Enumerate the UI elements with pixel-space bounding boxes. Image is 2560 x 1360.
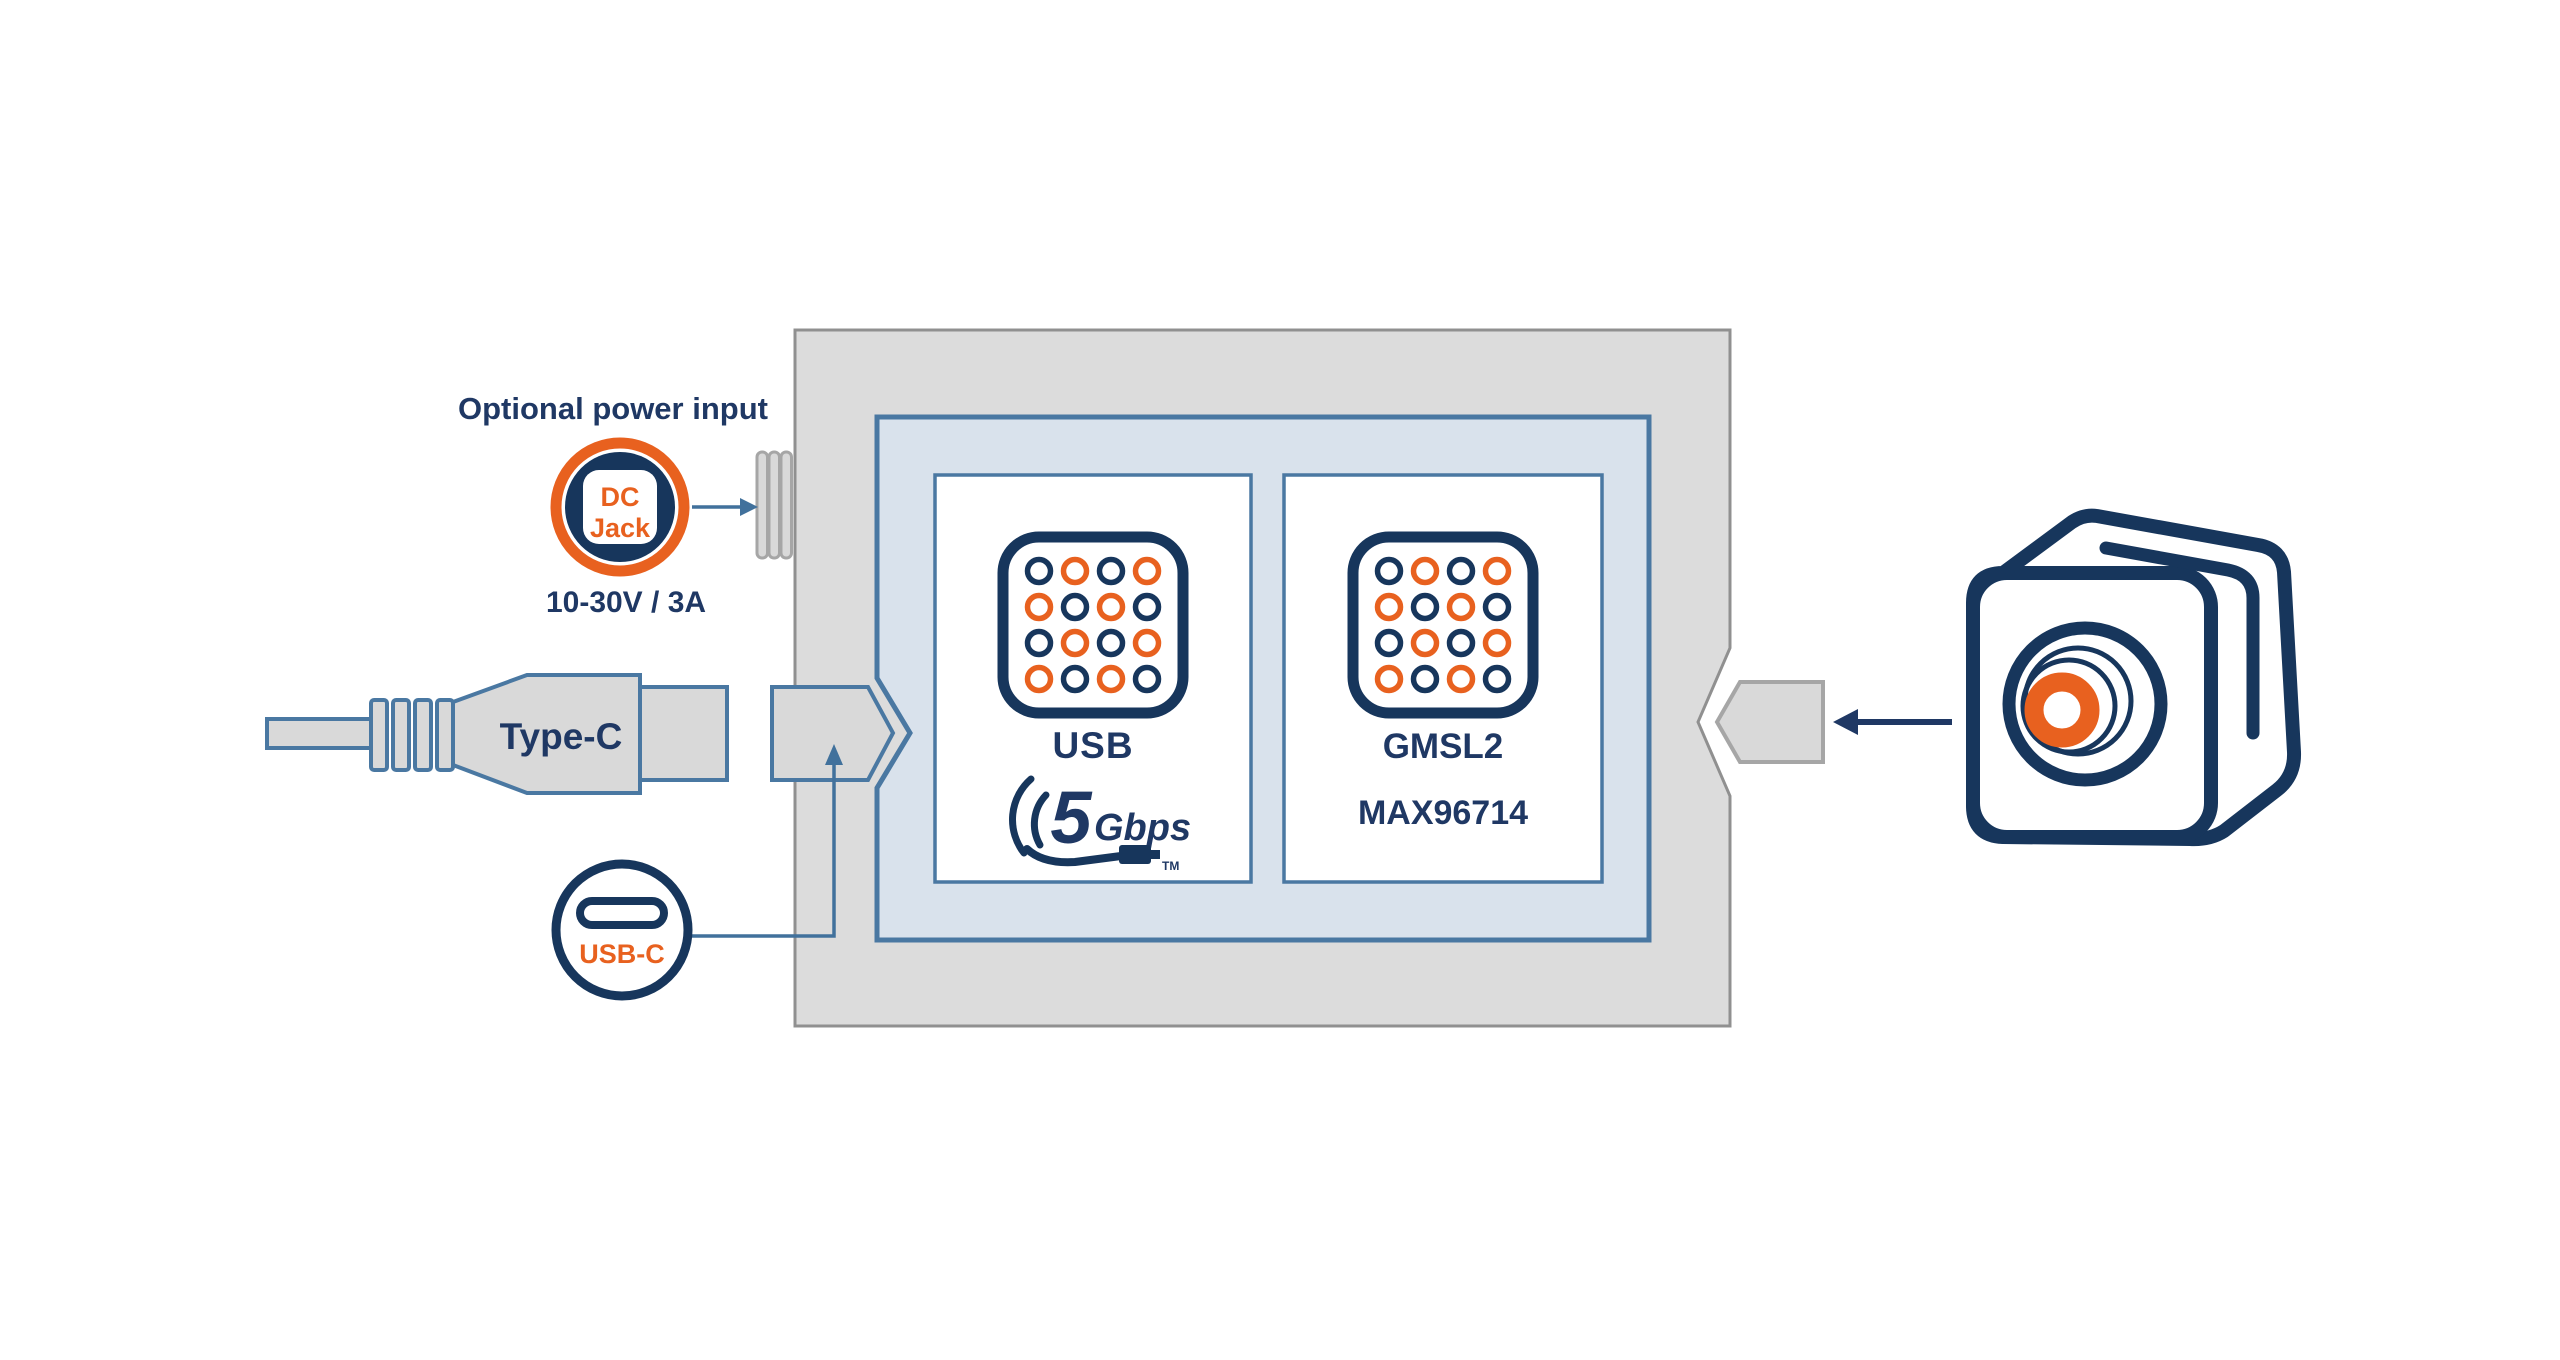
gmsl2-part-number: MAX96714 [1358,794,1528,832]
dc-jack-label-line2: Jack [590,513,651,543]
usb-block: USB 5 Gbps TM [933,473,1253,884]
usb-label: USB [1052,725,1133,766]
usb-chip-icon [1003,537,1183,713]
typec-plug [638,685,729,782]
optional-power-label: Optional power input [458,391,768,426]
left-port-connector [770,685,896,782]
dc-jack-label-line1: DC [601,482,640,512]
typec-label: Type-C [500,716,623,757]
usb-5gbps-logo: 5 Gbps TM [1009,775,1191,873]
trademark-label: TM [1162,859,1179,873]
dc-barrel-connector [755,450,793,560]
usb-plug-glyph [1119,845,1160,864]
camera-icon [1966,508,2302,847]
usbc-connection-line [690,744,843,938]
typec-strain-relief [369,698,455,772]
gmsl2-label: GMSL2 [1383,727,1504,766]
speed-value: 5 [1050,776,1093,859]
usbc-label: USB-C [579,939,665,969]
camera-arrow [1833,709,1952,735]
gmsl2-chip-icon [1353,537,1533,713]
power-arrow [692,498,758,516]
dc-jack-icon: DC Jack [550,437,690,577]
typec-cable: Type-C [265,673,729,795]
power-input-group: Optional power input DC Jack 10-30V / 3A [458,391,768,619]
gmsl2-block: GMSL2 MAX96714 [1282,473,1604,884]
usbc-port-icon: USB-C [551,859,693,1001]
right-port-connector [1714,680,1825,764]
speed-unit: Gbps [1094,807,1191,849]
typec-cable-wire [265,717,375,750]
power-rating-label: 10-30V / 3A [546,586,706,619]
typec-cable-body [451,673,642,795]
camera-lens-orange-ring [2024,672,2100,748]
